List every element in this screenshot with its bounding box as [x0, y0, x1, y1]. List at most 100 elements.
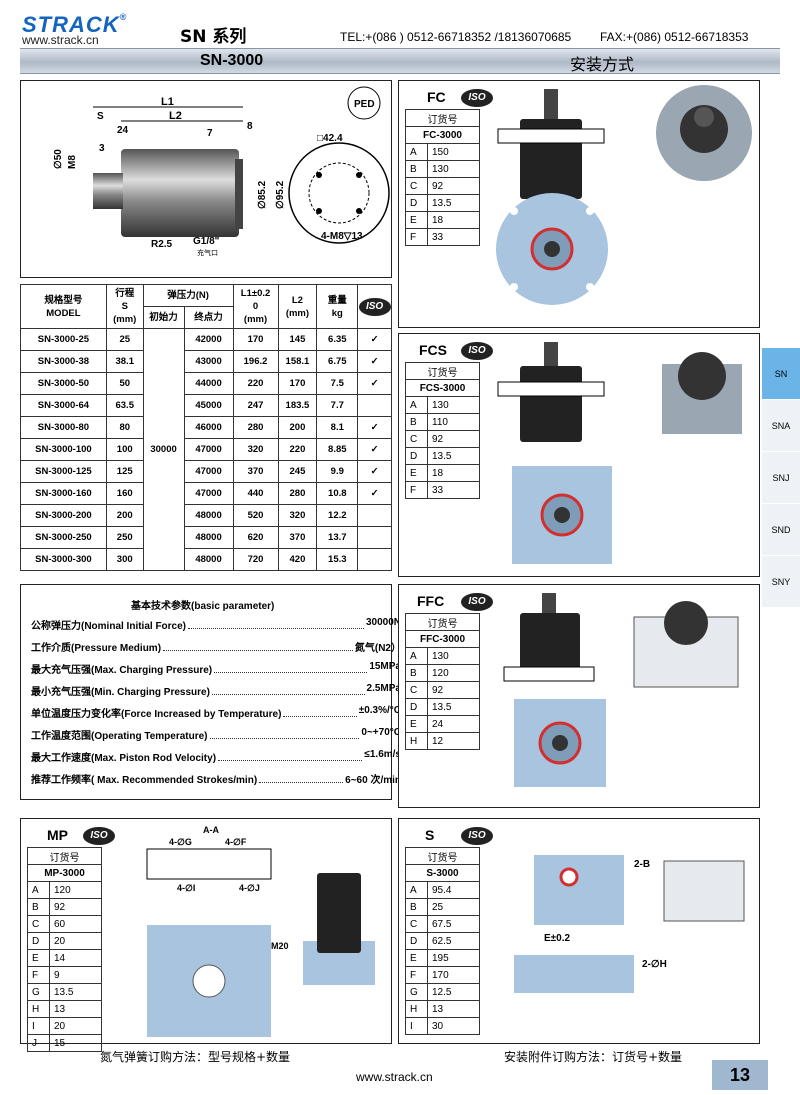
table-cell: 183.5 [277, 394, 318, 417]
dim-7: 7 [207, 128, 213, 139]
side-tab-sny[interactable]: SNY [762, 556, 800, 608]
param-leader [163, 639, 353, 651]
table-cell: 250 [105, 526, 144, 549]
dim-value: 13.5 [427, 447, 480, 465]
table-cell: ✓ [357, 350, 392, 373]
dim-key: F [27, 966, 50, 984]
side-tab-sna[interactable]: SNA [762, 400, 800, 452]
dim-value: 67.5 [427, 915, 480, 933]
series-title: SN 系列 [180, 27, 247, 47]
table-cell: ✓ [357, 416, 392, 439]
dim-sq42: □42.4 [317, 133, 343, 144]
dim-key: F [405, 228, 428, 246]
dim-key: C [405, 681, 428, 699]
param-label: 最小充气压强(Min. Charging Pressure) [31, 687, 210, 698]
dim-key: G [27, 983, 50, 1001]
dim-value: 130 [427, 647, 480, 665]
table-cell: 9.9 [316, 460, 359, 483]
mp-drawing: A-A 4-∅G 4-∅F 4-∅I 4-∅J M20 [146, 825, 375, 1037]
table-cell: SN-3000-125 [20, 460, 107, 483]
iso-icon: ISO [461, 89, 493, 107]
order-code: S-3000 [405, 864, 480, 882]
dim-value: 92 [427, 681, 480, 699]
dim-24: 24 [117, 125, 129, 136]
dim-key: A [27, 881, 50, 899]
table-cell: 25 [105, 328, 144, 351]
table-cell: 220 [232, 372, 279, 395]
dim-value: 92 [49, 898, 102, 916]
dim-key: H [27, 1000, 50, 1018]
table-cell: SN-3000-50 [20, 372, 107, 395]
dim-value: 92 [427, 177, 480, 195]
param-value: 15MPa [369, 661, 401, 672]
dim-key: D [27, 932, 50, 950]
dim-key: A [405, 396, 428, 414]
dim-value: 12.5 [427, 983, 480, 1001]
dim-key: A [405, 143, 428, 161]
table-cell: ✓ [357, 372, 392, 395]
side-tab-snd[interactable]: SND [762, 504, 800, 556]
fc-title: FC [427, 89, 446, 105]
mp-title: MP [47, 827, 68, 843]
dim-value: 62.5 [427, 932, 480, 950]
dim-key: I [405, 1017, 428, 1035]
table-cell: 6.35 [316, 328, 359, 351]
side-tab-snj[interactable]: SNJ [762, 452, 800, 504]
side-tab-sn[interactable]: SN [762, 348, 800, 400]
table-row: 订货号 [405, 847, 480, 865]
main-drawing: L1 L2 S 24 3 7 8 ∅50 M8 ∅85.2 ∅95.2 R2.5… [20, 80, 392, 278]
table-cell: 720 [232, 548, 279, 571]
site-url[interactable]: www.strack.cn [22, 33, 99, 47]
dim-value: 120 [427, 664, 480, 682]
table-cell: 300 [105, 548, 144, 571]
dim-key: J [27, 1034, 50, 1052]
dim-key: C [405, 177, 428, 195]
fax: FAX:+(086) 0512-66718353 [600, 30, 749, 44]
table-cell: 48000 [183, 504, 234, 527]
table-row: MP-3000 [27, 864, 102, 882]
param-row: 工作温度范围(Operating Temperature)0~+70°C [31, 727, 401, 742]
iso-icon: ISO [358, 297, 391, 316]
table-cell: SN-3000-300 [20, 548, 107, 571]
s-e02: E±0.2 [544, 933, 570, 944]
iso-icon: ISO [461, 342, 493, 360]
table-row: 订货号 [405, 613, 480, 631]
table-cell: 42000 [183, 328, 234, 351]
table-row: FFC-3000 [405, 630, 480, 648]
fc-drawing [496, 85, 752, 305]
table-cell: 620 [232, 526, 279, 549]
param-leader [211, 683, 365, 695]
table-cell: 320 [277, 504, 318, 527]
table-cell: SN-3000-200 [20, 504, 107, 527]
mp-aa: A-A [203, 825, 219, 835]
dim-value: 130 [427, 396, 480, 414]
dim-value: 13 [49, 1000, 102, 1018]
fcs-title: FCS [419, 342, 447, 358]
table-cell [357, 548, 392, 571]
dim-key: B [405, 160, 428, 178]
dim-3: 3 [99, 143, 105, 154]
order-label: 订货号 [405, 109, 480, 127]
dim-value: 33 [427, 228, 480, 246]
footer-site[interactable]: www.strack.cn [356, 1070, 433, 1084]
param-leader [259, 771, 344, 783]
